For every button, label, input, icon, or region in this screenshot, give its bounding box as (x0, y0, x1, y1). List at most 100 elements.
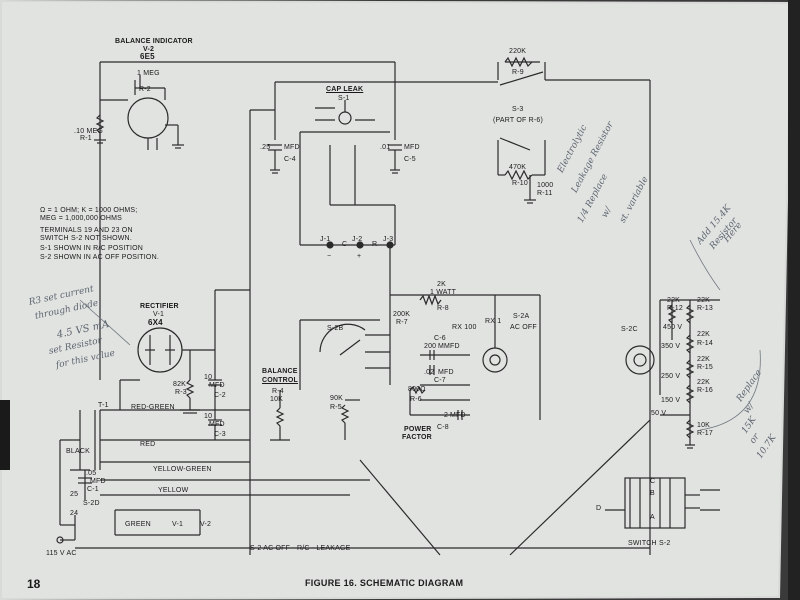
r1-label: R-1 (80, 135, 92, 142)
power-factor-label-2: FACTOR (402, 434, 432, 441)
c3-value: 10 (204, 413, 213, 420)
c7-unit: MFD (438, 369, 454, 376)
wiring (56, 56, 720, 556)
handwritten-marks (79, 239, 761, 431)
c2-label: C-2 (214, 392, 226, 399)
r7-label: R-7 (396, 319, 408, 326)
c1-value: .05 (86, 470, 97, 477)
figure-caption: FIGURE 16. SCHEMATIC DIAGRAM (305, 578, 464, 588)
balance-control-label-2: CONTROL (262, 377, 299, 384)
v50-label: 50 V (651, 410, 667, 417)
s2d-label: S-2D (83, 500, 100, 507)
terminal-24-label: 24 (70, 510, 79, 517)
r4-value: 10K (270, 396, 284, 403)
r14-value: 22K (697, 331, 711, 338)
heater-v1-label: V-1 (172, 521, 184, 528)
green-label: GREEN (125, 521, 151, 528)
v1-label: V-1 (153, 311, 165, 318)
r6-value: 800Ω (408, 386, 426, 393)
balance-control-label-1: BALANCE (262, 368, 298, 375)
c8-unit: MFD (450, 412, 466, 419)
r8-watt: 1 WATT (430, 289, 457, 296)
r7-value: 200K (393, 311, 411, 318)
r8-label: R-8 (437, 305, 449, 312)
r5-value: 90K (330, 395, 344, 402)
r5-label: R-5 (330, 404, 342, 411)
r2-label: R-2 (139, 86, 151, 93)
jack-c-label: C (342, 241, 348, 248)
r1-value-label: .10 MEG (74, 128, 104, 135)
rx1-label: RX 1 (485, 318, 502, 325)
c4-label: C-4 (284, 156, 296, 163)
c4-value: .25 (260, 144, 271, 151)
r16-label: R-16 (697, 387, 713, 394)
notes-line-6: S-2 SHOWN IN AC OFF POSITION. (40, 254, 159, 261)
r9-label: R-9 (512, 69, 524, 76)
c1-label: C-1 (87, 486, 99, 493)
r4-label: R-4 (272, 388, 284, 395)
yellow-label: YELLOW (158, 487, 189, 494)
red-label: RED (140, 441, 156, 448)
switch-a-label: A (650, 514, 655, 521)
r13-value: 22K (697, 297, 711, 304)
r12-label: R-12 (667, 305, 683, 312)
balance-indicator-label: BALANCE INDICATOR (115, 38, 193, 45)
notes-line-5: S-1 SHOWN IN R/C POSITION (40, 245, 144, 252)
r14-label: R-14 (697, 340, 713, 347)
v150-label: 150 V (661, 397, 681, 404)
c6-value: 200 (424, 343, 437, 350)
r17-value: 10K (697, 422, 711, 429)
c2-unit: MFD (209, 382, 225, 389)
r3-value: 82K (173, 381, 187, 388)
s2a-label: S-2A (513, 313, 530, 320)
r15-value: 22K (697, 356, 711, 363)
switch-s2-title: SWITCH S-2 (628, 540, 671, 547)
r3-label: R-3 (175, 389, 187, 396)
c6-label: C-6 (434, 335, 446, 342)
heater-v2-label: V-2 (200, 521, 212, 528)
s3-label: S-3 (512, 106, 524, 113)
switch-d-label: D (596, 505, 602, 512)
notes-line-2: MEG = 1,000,000 OHMS (40, 215, 123, 222)
c7-value: .02 (424, 369, 435, 376)
terminal-25-label: 25 (70, 491, 79, 498)
notes-line-1: Ω = 1 OHM; K = 1000 OHMS; (40, 207, 138, 214)
yellow-green-label: YELLOW-GREEN (153, 466, 212, 473)
notes-line-3: TERMINALS 19 AND 23 ON (40, 227, 133, 234)
c5-value: .01 (380, 144, 391, 151)
j2-label: J-2 (352, 236, 363, 243)
ac-off-label: AC OFF (510, 324, 537, 331)
s2b-label: S-2B (327, 325, 344, 332)
black-label: BLACK (66, 448, 90, 455)
c3-label: C-3 (214, 431, 226, 438)
c6-unit: MMFD (438, 343, 460, 350)
switch-c-label: C (650, 478, 656, 485)
c2-value: 10 (204, 374, 213, 381)
notes-line-4: SWITCH S-2 NOT SHOWN. (40, 235, 132, 242)
cap-leak-title: CAP LEAK (326, 86, 364, 93)
c4-unit: MFD (284, 144, 300, 151)
r17-label: R-17 (697, 430, 713, 437)
jack-plus-label: + (357, 253, 362, 260)
t1-label: T-1 (98, 402, 109, 409)
rectifier-title: RECTIFIER (140, 303, 179, 310)
r11-label: R-11 (537, 190, 553, 197)
r8-value: 2K (437, 281, 446, 288)
s1-label: S-1 (338, 95, 350, 102)
j3-label: J-3 (383, 236, 394, 243)
s2c-rotor (625, 345, 655, 375)
ac-supply-label: 115 V AC (46, 550, 77, 557)
v1-tube-label: 6X4 (148, 318, 163, 327)
c5-label: C-5 (404, 156, 416, 163)
red-green-label: RED-GREEN (131, 404, 175, 411)
r13-label: R-13 (697, 305, 713, 312)
s2-position-label: S-2 AC OFF - R/C - LEAKAGE (250, 545, 351, 552)
r10-value: 470K (509, 164, 527, 171)
r6-label: R-6 (410, 396, 422, 403)
c3-unit: MFD (209, 421, 225, 428)
page-number: 18 (27, 577, 41, 591)
jack-minus-label: − (327, 253, 332, 260)
c7-label: C-7 (434, 377, 446, 384)
